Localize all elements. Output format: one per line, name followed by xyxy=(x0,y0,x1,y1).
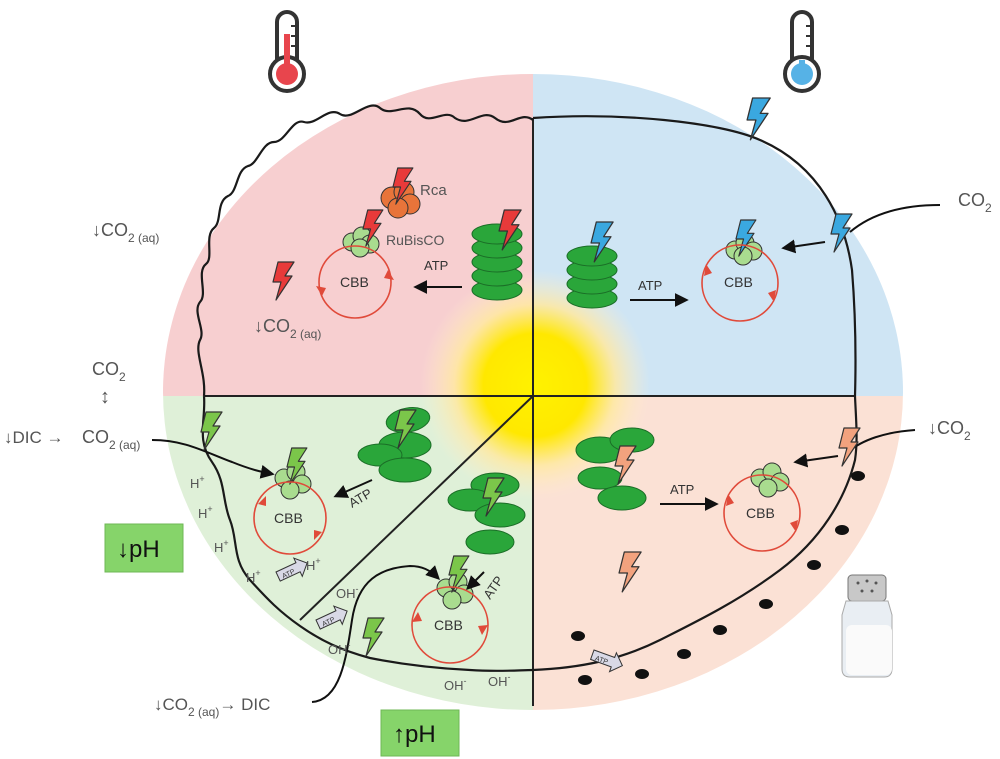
rca-label: Rca xyxy=(420,182,447,199)
thylakoid-stack-icon xyxy=(471,223,523,301)
acid-quadrant-contents: ATP CBB H+ H+ H+ H+ H+ ATP xyxy=(151,407,432,585)
quadrant-dividers xyxy=(205,118,855,706)
oh-minus-label: OH- xyxy=(336,584,359,601)
salt-atp-label: ATP xyxy=(670,482,694,497)
salt-shaker-icon xyxy=(841,574,893,678)
rubisco-label: RuBisCO xyxy=(386,232,444,248)
lightning-bolt-icon xyxy=(746,97,771,141)
cbb-label: CBB xyxy=(340,274,369,290)
salt-ion-dots xyxy=(571,471,865,685)
dic-decrease-label: ↓DIC → xyxy=(4,428,64,447)
ph-increase-badge: ↑pH xyxy=(380,709,460,757)
thylakoid-disc-icon xyxy=(447,472,526,555)
thermometer-cold-icon xyxy=(783,10,821,93)
h-plus-label: H+ xyxy=(214,538,229,555)
atp-transporter-icon: ATP xyxy=(589,649,624,673)
cbb-cycle xyxy=(253,481,327,555)
h-plus-label: H+ xyxy=(246,568,261,585)
cold-quadrant-contents: ATP CBB CO2 xyxy=(566,97,992,322)
ph-decrease-badge: ↓pH xyxy=(104,523,184,573)
co2-left-label: CO2 xyxy=(92,359,126,384)
h-plus-label: H+ xyxy=(198,504,213,521)
cbb-label: CBB xyxy=(434,617,463,633)
heat-co2-aq-label: ↓CO2 (aq) xyxy=(254,316,321,341)
co2-top-right-label: CO2 xyxy=(958,190,992,215)
equilibrium-arrow: ↕ xyxy=(100,386,110,408)
cold-atp-label: ATP xyxy=(638,278,662,293)
svg-text:↑pH: ↑pH xyxy=(393,721,436,748)
cbb-label: CBB xyxy=(746,505,775,521)
salt-quadrant-contents: ATP CBB ↓CO2 xyxy=(571,418,971,685)
oh-minus-label: OH- xyxy=(328,640,351,657)
h-plus-label: H+ xyxy=(306,556,321,573)
cbb-cycle xyxy=(701,244,779,322)
co2-aq-to-dic-label: ↓CO2 (aq)→ DIC xyxy=(154,695,270,719)
cbb-cycle xyxy=(723,474,801,552)
rubisco-enzyme-icon xyxy=(750,462,790,498)
alkaline-wedge-contents: ATP CBB OH- OH- OH- OH- ATP xyxy=(311,472,526,703)
co2-down-right-label: ↓CO2 xyxy=(928,418,971,443)
cbb-label: CBB xyxy=(724,274,753,290)
heat-quadrant-contents: Rca RuBisCO CBB ↓CO2 (aq) ATP xyxy=(254,167,523,341)
outside-labels: ↓CO2 (aq) CO2 ↕ ↓DIC → CO2 (aq) ↓pH ↑pH … xyxy=(4,220,460,757)
thermometer-hot-icon xyxy=(268,10,306,93)
svg-text:ATP: ATP xyxy=(594,655,609,666)
svg-text:↓pH: ↓pH xyxy=(117,536,160,563)
h-plus-label: H+ xyxy=(190,474,205,491)
oh-minus-label: OH- xyxy=(444,676,467,693)
cbb-cycle xyxy=(318,245,392,319)
heat-atp-label: ATP xyxy=(424,258,448,273)
rubisco-enzyme-icon xyxy=(342,226,380,258)
oh-minus-label: OH- xyxy=(488,672,511,689)
thylakoid-stack-icon xyxy=(566,245,618,309)
co2-aq-decrease-label: ↓CO2 (aq) xyxy=(92,220,159,245)
cbb-label: CBB xyxy=(274,510,303,526)
co2-aq-dic-label: CO2 (aq) xyxy=(82,427,140,452)
